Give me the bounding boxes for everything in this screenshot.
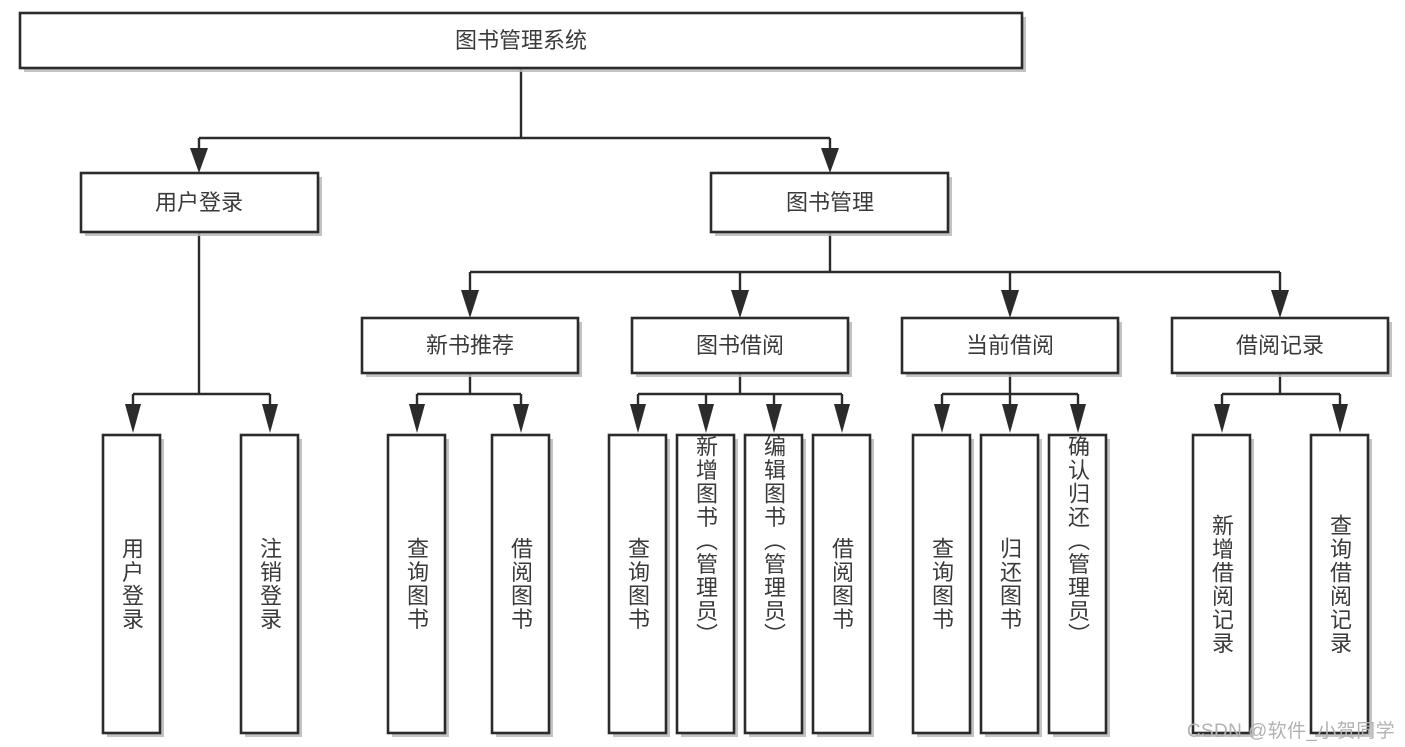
node-new-book-recommend[interactable]: 新书推荐 [360,316,582,377]
node-current-borrow-box [900,316,1120,375]
leaf-box-user-login-1[interactable] [101,433,164,737]
node-current-borrow-label: 当前借阅 [966,333,1054,358]
leaf-box-currentborrow-2-rect [979,433,1040,735]
leaf-box-user-login-1-rect [101,433,162,735]
arrow-head-leaf-borrowrecord-2 [1332,404,1348,433]
arrow-head-leaf-currentborrow-2 [1002,404,1018,433]
leaf-box-currentborrow-1-rect [911,433,972,735]
leaf-box-borrowrecord-1[interactable] [1191,433,1254,737]
leaf-box-currentborrow-2[interactable] [979,433,1042,737]
node-root-box [18,11,1024,70]
csdn-watermark: CSDN @软件_小贺同学 [1186,721,1395,742]
node-book-borrow-label: 图书借阅 [696,333,784,358]
connectors-bookborrow-to-leaves [630,373,850,433]
arrow-head-leaf-bookborrow-4 [834,404,850,433]
node-borrow-record-box [1170,316,1390,375]
leaf-box-bookborrow-1[interactable] [607,433,670,737]
leaf-box-bookborrow-2[interactable] [675,433,738,737]
arrow-head-leaf-bookborrow-1 [630,404,646,433]
leaf-box-bookborrow-3-rect [743,433,804,735]
connectors-currentborrow-to-leaves [934,373,1086,433]
leaf-box-bookborrow-3[interactable] [743,433,806,737]
leaf-box-user-login-2-rect [239,433,300,735]
node-user-login[interactable]: 用户登录 [79,171,322,236]
arrow-head-leaf-bookborrow-2 [698,404,714,433]
arrow-head-leaf-bookborrow-3 [766,404,782,433]
node-book-borrow[interactable]: 图书借阅 [630,316,852,377]
node-new-book-recommend-label: 新书推荐 [426,333,514,358]
arrow-head-leaf-newbook-2 [513,404,529,433]
leaf-box-borrowrecord-2[interactable] [1309,433,1372,737]
connectors-booklmanage-to-level3 [461,232,1289,318]
node-book-borrow-box [630,316,850,375]
node-book-manage[interactable]: 图书管理 [709,171,952,236]
connectors-newbook-to-leaves [409,373,529,433]
node-borrow-record[interactable]: 借阅记录 [1170,316,1392,377]
arrow-head-leaf-user-login-1 [125,404,141,433]
arrow-head-bookborrow [731,290,749,318]
connectors-borrowrecord-to-leaves [1214,373,1348,433]
node-book-manage-label: 图书管理 [786,190,874,215]
leaf-box-bookborrow-4[interactable] [811,433,874,737]
arrow-head-newbook [461,290,479,318]
arrow-head-user-login [190,148,208,173]
arrow-head-borrowrecord [1271,290,1289,318]
node-root[interactable]: 图书管理系统 [18,11,1026,72]
arrow-head-book-manage [821,148,839,173]
leaf-box-bookborrow-2-rect [675,433,736,735]
arrow-head-leaf-user-login-2 [262,404,278,433]
node-new-book-recommend-box [360,316,580,375]
node-user-login-box [79,171,320,234]
leaf-box-borrowrecord-2-rect [1309,433,1370,735]
arrow-head-leaf-currentborrow-3 [1070,404,1086,433]
leaf-box-currentborrow-1[interactable] [911,433,974,737]
leaf-box-newbook-2-rect [490,433,551,735]
node-root-label: 图书管理系统 [455,28,587,53]
arrow-head-leaf-borrowrecord-1 [1214,404,1230,433]
leaf-box-newbook-1-rect [386,433,447,735]
leaf-box-bookborrow-1-rect [607,433,668,735]
leaf-box-currentborrow-3[interactable] [1047,433,1110,737]
node-book-manage-box [709,171,950,234]
leaf-box-borrowrecord-1-rect [1191,433,1252,735]
connectors-root-to-level2 [190,68,839,173]
node-current-borrow[interactable]: 当前借阅 [900,316,1122,377]
leaf-box-user-login-2[interactable] [239,433,302,737]
arrow-head-currentborrow [1001,290,1019,318]
node-borrow-record-label: 借阅记录 [1236,333,1324,358]
arrow-head-leaf-newbook-1 [409,404,425,433]
leaf-box-newbook-1[interactable] [386,433,449,737]
node-user-login-label: 用户登录 [155,190,243,215]
connectors-userlogin-to-leaves [125,232,278,433]
leaf-box-bookborrow-4-rect [811,433,872,735]
leaf-box-newbook-2[interactable] [490,433,553,737]
leaf-box-currentborrow-3-rect [1047,433,1108,735]
arrow-head-leaf-currentborrow-1 [934,404,950,433]
